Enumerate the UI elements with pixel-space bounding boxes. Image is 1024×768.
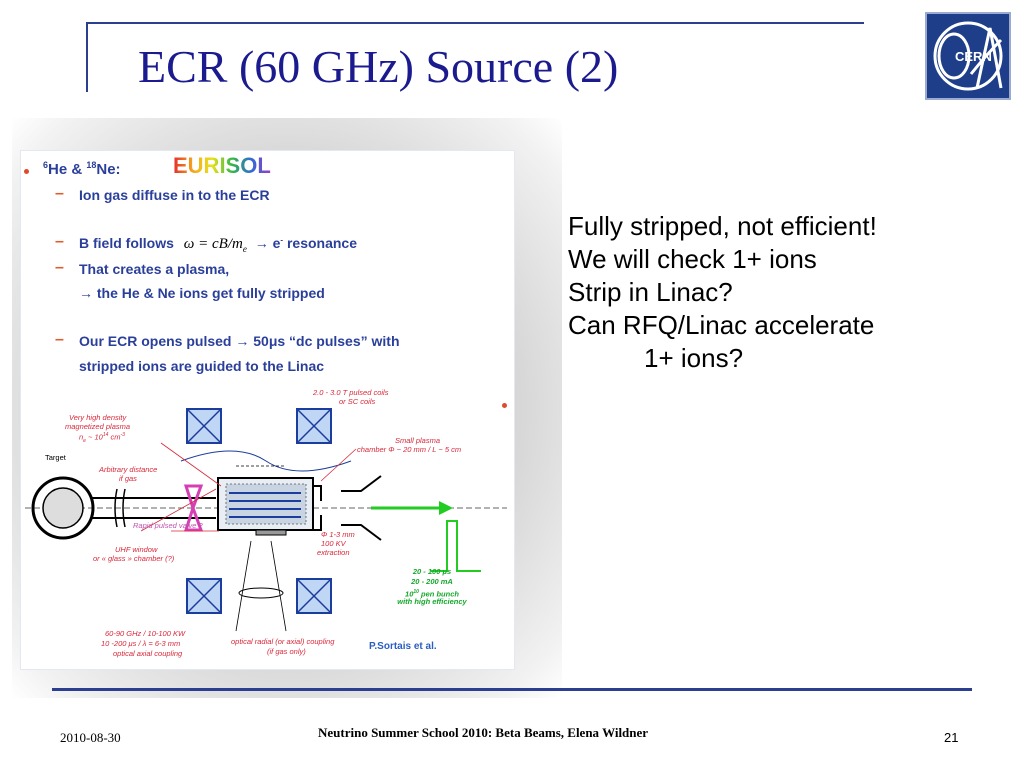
footer-title: Neutrino Summer School 2010: Beta Beams,…: [318, 725, 649, 740]
label-valve: Rapid pulsed valve ?: [133, 521, 203, 530]
label-green-1: 20 - 100 μs: [412, 567, 452, 576]
label-green-2: 20 - 200 mA: [411, 577, 453, 586]
heading-sup-he: 6: [43, 160, 49, 170]
item-ion-gas: Ion gas diffuse in to the ECR: [79, 187, 270, 203]
eurisol-logo-text: EURISOL: [173, 153, 271, 178]
item-stripped: → the He & Ne ions get fully stripped: [79, 285, 325, 301]
optical-lens: [238, 587, 284, 599]
item-plasma: That creates a plasma,: [79, 261, 230, 277]
field-wave-top: [180, 450, 352, 472]
bullet-dot-right: [502, 403, 507, 408]
title-frame-left-line: [86, 22, 88, 92]
right-line-3: Strip in Linac?: [568, 277, 733, 307]
b-field-label: B field follows: [79, 235, 174, 251]
label-ghz-1: 60-90 GHz / 10-100 KW: [105, 629, 186, 638]
label-ghz-2: 10 -200 μs / λ = 6-3 mm: [101, 639, 181, 648]
target-core: [42, 487, 84, 529]
label-uhf-1: UHF window: [115, 545, 158, 554]
right-line-5: 1+ ions?: [644, 343, 744, 373]
tube-break: [114, 488, 126, 528]
dash-1: –: [55, 185, 64, 202]
cern-logo: CERN: [925, 12, 1011, 100]
label-extraction-1: Φ 1-3 mm: [321, 530, 355, 539]
footer-rule: [52, 688, 972, 691]
label-ghz-3: optical axial coupling: [113, 649, 183, 658]
right-line-2: We will check 1+ ions: [568, 244, 817, 274]
label-density-3: ne ~ 1014 cm-3: [79, 432, 125, 444]
label-target: Target: [45, 453, 66, 462]
label-extraction-3: extraction: [317, 548, 350, 557]
resonance-arrow-text: → e: [254, 235, 281, 251]
resonance-formula: ω = cB/me: [183, 236, 247, 254]
dash-2: –: [55, 233, 64, 250]
heading-ne: Ne:: [96, 161, 121, 178]
right-line-1: Fully stripped, not efficient!: [568, 211, 877, 241]
label-extraction-2: 100 KV: [321, 539, 346, 548]
label-density-2: magnetized plasma: [65, 422, 131, 431]
formula-text: ω = cB/m: [183, 236, 243, 252]
figure-credit: P.Sortais et al.: [369, 641, 437, 652]
cern-logo-text: CERN: [955, 49, 992, 64]
extraction-electrode: [313, 485, 322, 531]
label-uhf-2: or « glass » chamber (?): [93, 554, 175, 563]
pulse-shape: [431, 520, 481, 572]
ecr-diagram: [25, 408, 507, 632]
resonance-sup: -: [280, 235, 284, 245]
title-frame-top-line: [86, 22, 864, 24]
eurisol-figure: 6He & 18Ne: EURISOL – Ion gas diffuse in…: [20, 150, 515, 670]
label-small-plasma-2: chamber Φ ~ 20 mm / L ~ 5 cm: [357, 445, 462, 454]
heading-he: He &: [48, 161, 87, 178]
item-pulsed-1: Our ECR opens pulsed → 50μs “dc pulses” …: [79, 333, 400, 349]
label-green-3: 1010 pen bunch: [405, 589, 459, 599]
resonance-tail: resonance: [283, 235, 358, 251]
item-b-field: B field follows ω = cB/me → e- resonance: [79, 235, 357, 254]
figure-heading: 6He & 18Ne:: [43, 160, 121, 178]
eurisol-logo: EURISOL: [173, 153, 271, 179]
target-ring: [31, 476, 95, 540]
page-number: 21: [944, 730, 959, 745]
label-green-4: with high efficiency: [397, 597, 467, 606]
label-optical-2: (if gas only): [267, 647, 306, 656]
label-coils-1: 2.0 - 3.0 T pulsed coils: [313, 388, 389, 397]
heading-sup-ne: 18: [86, 160, 97, 170]
label-arbitrary-2: if gas: [119, 474, 137, 483]
pulsed-valve-icon: [183, 484, 204, 532]
right-text-block: Fully stripped, not efficient! We will c…: [568, 210, 877, 375]
extraction-cone: [341, 475, 382, 541]
formula-sub: e: [242, 244, 247, 254]
right-line-4: Can RFQ/Linac accelerate: [568, 310, 875, 340]
label-coils-2: or SC coils: [339, 397, 376, 406]
label-small-plasma-1: Small plasma: [395, 436, 441, 445]
cern-logo-graphic: CERN: [933, 21, 1003, 91]
label-density-1: Very high density: [69, 413, 127, 422]
dash-3: –: [55, 259, 64, 276]
dash-4: –: [55, 331, 64, 348]
item-pulsed-2: stripped ions are guided to the Linac: [79, 358, 325, 374]
label-optical-1: optical radial (or axial) coupling: [231, 637, 335, 646]
bullet-dot: [24, 169, 29, 174]
label-arbitrary-1: Arbitrary distance: [99, 465, 158, 474]
slide-title: ECR (60 GHz) Source (2): [138, 41, 619, 92]
footer-date: 2010-08-30: [60, 730, 121, 745]
